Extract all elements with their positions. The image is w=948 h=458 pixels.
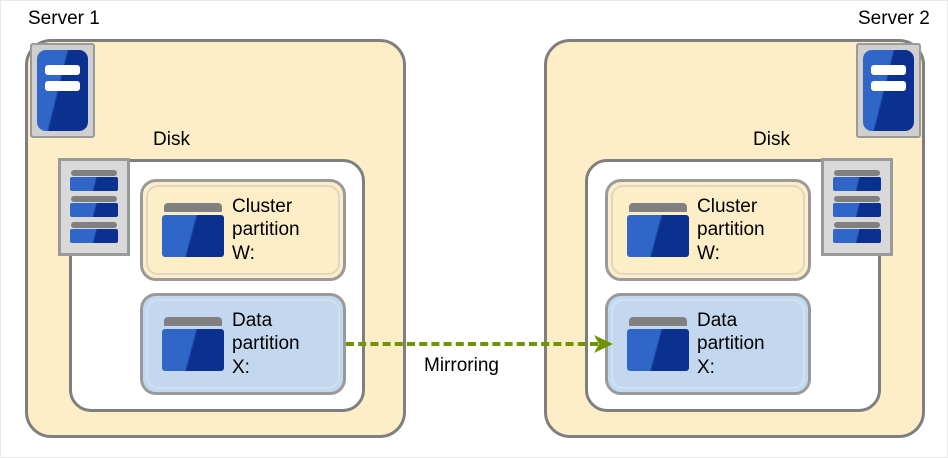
mirroring-arrowhead-icon [594,335,613,353]
server-2-cluster-partition-label: Cluster partition W: [697,196,765,264]
hard-drive-icon [162,317,224,371]
server-1-cluster-partition[interactable]: Cluster partition W: [140,179,346,281]
mirroring-connector-line [346,342,598,346]
server-2-title: Server 2 [858,8,930,29]
server-tower-icon [30,43,95,138]
hard-drive-icon [627,317,689,371]
server-2-disk-label: Disk [753,129,790,150]
server-2-cluster-partition[interactable]: Cluster partition W: [605,179,811,281]
mirroring-label: Mirroring [424,355,499,376]
server-2-data-partition-label: Data partition X: [697,310,765,378]
hard-drive-icon [162,203,224,257]
disk-stack-icon [821,158,893,256]
server-1-disk-label: Disk [153,129,190,150]
server-2-data-partition[interactable]: Data partition X: [605,293,811,395]
server-tower-icon [856,43,921,138]
server-1-data-partition[interactable]: Data partition X: [140,293,346,395]
server-1-cluster-partition-label: Cluster partition W: [232,196,300,264]
server-1-data-partition-label: Data partition X: [232,310,300,378]
server-1-title: Server 1 [28,8,100,29]
hard-drive-icon [627,203,689,257]
disk-stack-icon [58,158,130,256]
